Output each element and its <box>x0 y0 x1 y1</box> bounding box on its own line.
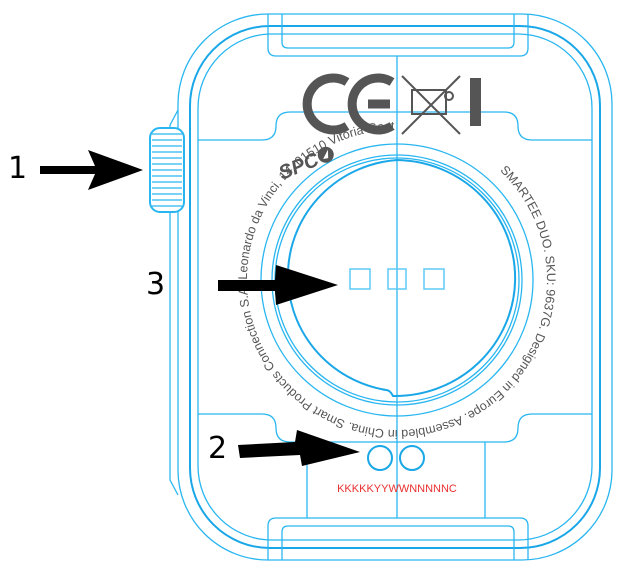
weee-bin-icon <box>401 75 461 135</box>
arrow-2-icon <box>238 430 360 466</box>
crown <box>149 127 185 213</box>
callout-1: 1 <box>8 151 27 186</box>
ce-mark-icon <box>302 73 395 135</box>
watch-body <box>169 13 613 561</box>
sensor-holes <box>367 445 425 471</box>
arrow-3-icon <box>218 265 338 305</box>
arrow-1-icon <box>40 150 143 190</box>
panel-lines <box>198 56 592 518</box>
charging-contacts <box>349 268 445 290</box>
top-strap-slot <box>267 14 529 57</box>
callout-3: 3 <box>146 267 165 302</box>
callout-2: 2 <box>208 431 227 466</box>
svg-text:SPC: SPC <box>276 149 323 185</box>
serial-code: KKKKKYYWWNNNNNC <box>337 483 457 495</box>
bottom-strap-slot <box>267 517 529 560</box>
class-i-mark-icon <box>470 78 481 126</box>
